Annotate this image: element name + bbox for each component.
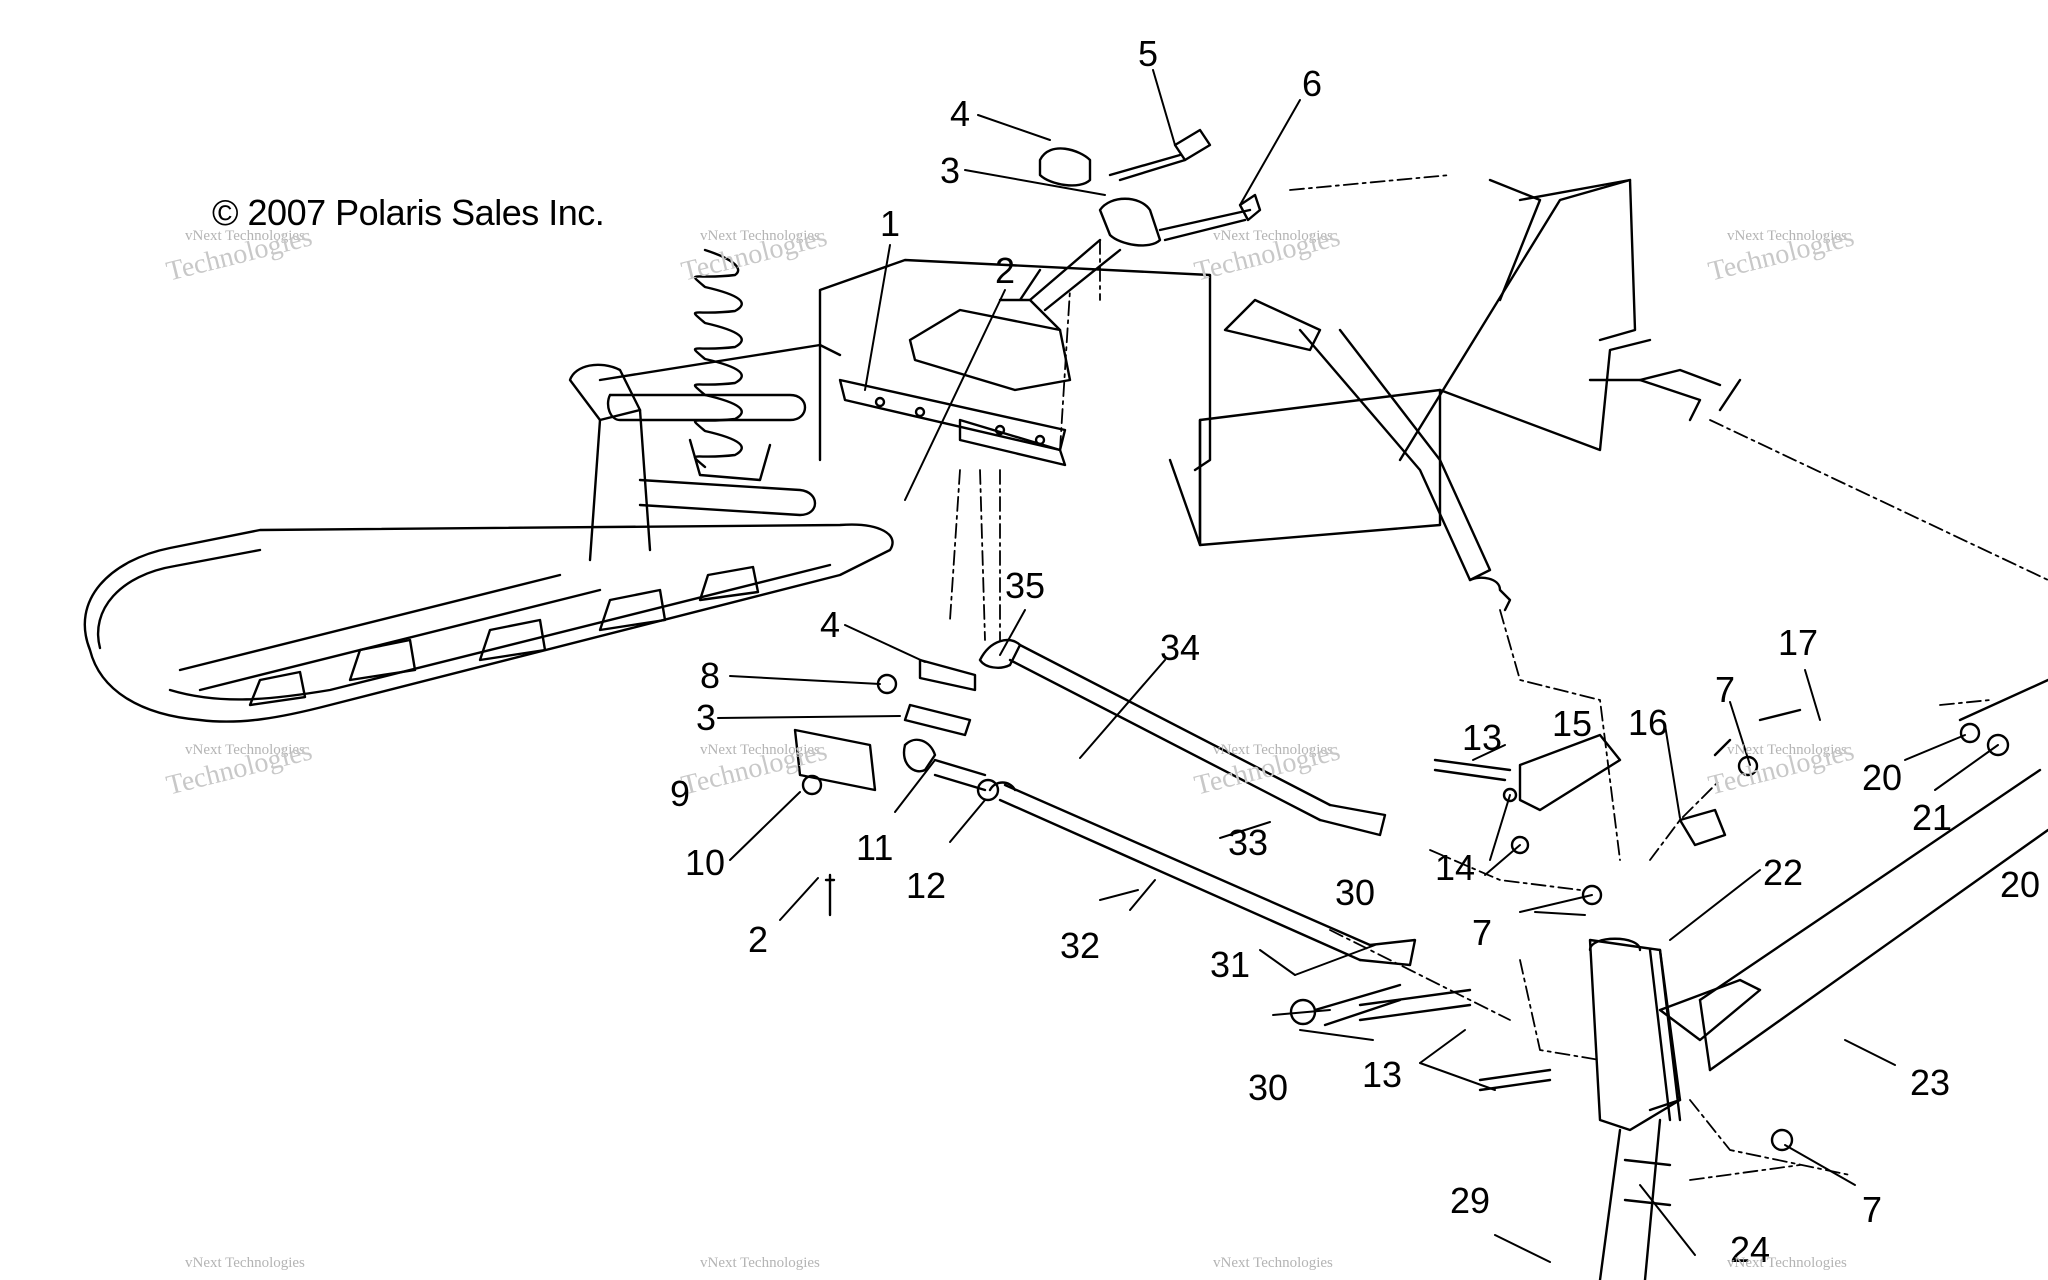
callout-33: 33 (1228, 822, 1268, 863)
callout-6: 6 (1302, 63, 1322, 104)
upper-link-parts (1028, 128, 1262, 312)
callout-24: 24 (1730, 1229, 1770, 1270)
callout-8: 8 (700, 655, 720, 696)
callout-10: 10 (685, 842, 725, 883)
ski-illustration (83, 248, 894, 723)
callout-12: 12 (906, 865, 946, 906)
callout-4-upper: 4 (950, 93, 970, 134)
callout-20-lower: 20 (2000, 864, 2040, 905)
callout-13-lower: 13 (1362, 1054, 1402, 1095)
spindle-illustration (1588, 678, 2048, 1280)
callout-22: 22 (1763, 852, 1803, 893)
callout-5: 5 (1138, 33, 1158, 74)
callout-16: 16 (1628, 702, 1668, 743)
radius-rods (978, 638, 1417, 967)
callout-3-upper: 3 (940, 150, 960, 191)
callout-34: 34 (1160, 627, 1200, 668)
callout-32: 32 (1060, 925, 1100, 966)
callout-21: 21 (1912, 797, 1952, 838)
callout-9: 9 (670, 773, 690, 814)
callout-23: 23 (1910, 1062, 1950, 1103)
chassis-illustration (818, 178, 1742, 612)
assembly-lines (949, 174, 2048, 1181)
callout-1: 1 (880, 203, 900, 244)
callout-14: 14 (1435, 847, 1475, 888)
copyright-notice: © 2007 Polaris Sales Inc. (212, 192, 605, 233)
callout-7-upper: 7 (1715, 669, 1735, 710)
callout-17: 17 (1778, 622, 1818, 663)
callout-4-lower: 4 (820, 604, 840, 645)
callout-20-upper: 20 (1862, 757, 1902, 798)
callout-3-lower: 3 (696, 697, 716, 738)
callout-31: 31 (1210, 944, 1250, 985)
leader-lines (717, 69, 1999, 1263)
callout-numbers: 5 6 4 3 1 2 35 4 34 8 3 9 10 11 12 2 32 … (670, 33, 2040, 1270)
callout-2-lower: 2 (748, 919, 768, 960)
callout-15: 15 (1552, 703, 1592, 744)
callout-2-upper: 2 (995, 250, 1015, 291)
callout-30-upper: 30 (1335, 872, 1375, 913)
callout-29: 29 (1450, 1180, 1490, 1221)
callout-7-lower: 7 (1862, 1189, 1882, 1230)
callout-11: 11 (856, 827, 893, 868)
callout-7-mid: 7 (1472, 912, 1492, 953)
callout-13-upper: 13 (1462, 717, 1502, 758)
callout-35: 35 (1005, 565, 1045, 606)
callout-30-lower: 30 (1248, 1067, 1288, 1108)
